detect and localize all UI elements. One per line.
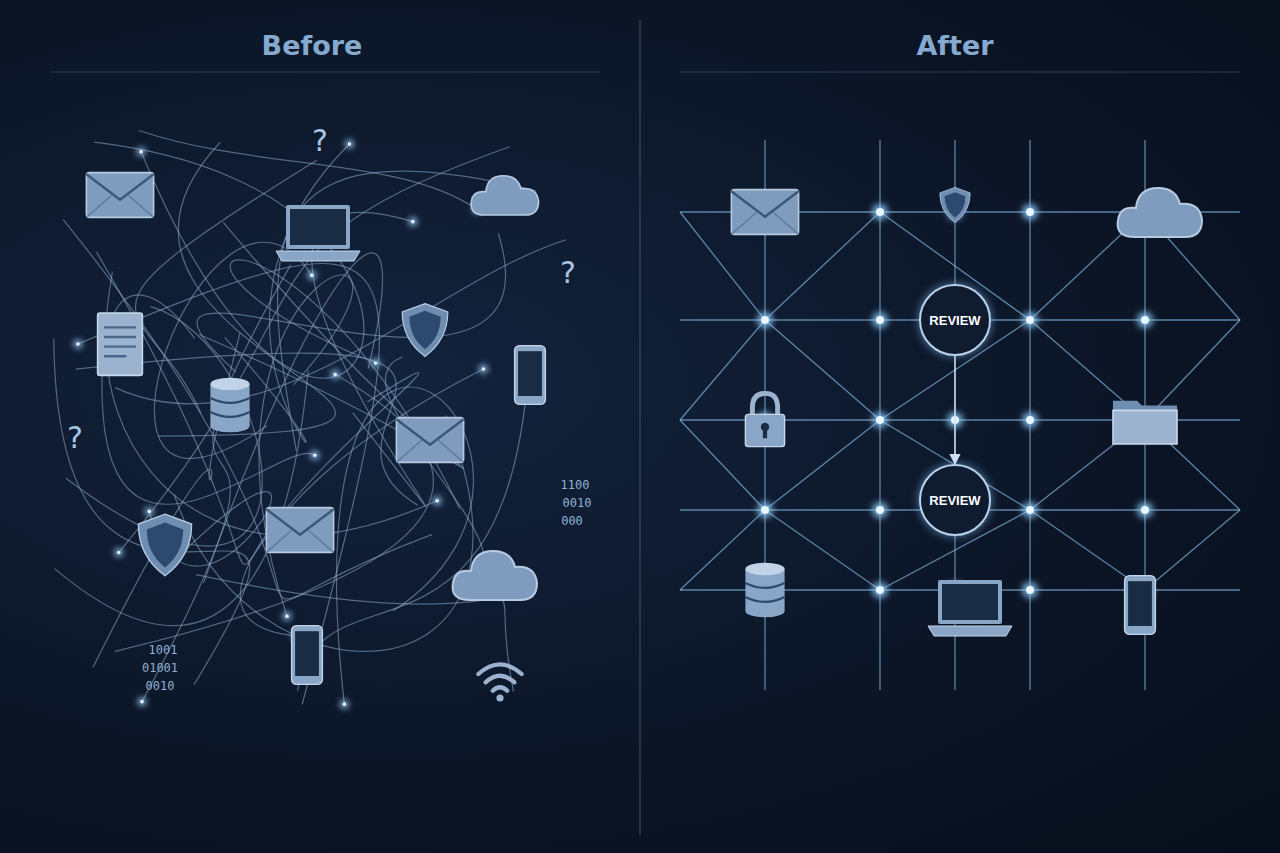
glow-dot bbox=[433, 497, 441, 505]
grid-node bbox=[1141, 506, 1149, 514]
glow-node bbox=[872, 312, 888, 328]
grid-node bbox=[1026, 416, 1034, 424]
question-mark: ? bbox=[312, 123, 328, 158]
glow-dot bbox=[74, 340, 82, 348]
dot bbox=[76, 342, 80, 346]
dot bbox=[411, 220, 415, 224]
dot bbox=[348, 142, 352, 146]
glow-node bbox=[1022, 412, 1038, 428]
dot bbox=[333, 373, 337, 377]
tangled-wire bbox=[337, 387, 474, 704]
grid-node bbox=[876, 506, 884, 514]
grid-node bbox=[876, 416, 884, 424]
binary-text: 1001 bbox=[149, 644, 178, 656]
grid-line bbox=[765, 320, 880, 420]
grid-node bbox=[1026, 316, 1034, 324]
glow-dot bbox=[479, 365, 487, 373]
tangled-wire bbox=[174, 415, 473, 651]
glow-node bbox=[1022, 502, 1038, 518]
review-circle: REVIEW bbox=[919, 464, 991, 536]
dot bbox=[482, 367, 486, 371]
glow-dot bbox=[115, 549, 123, 557]
glow-dot bbox=[138, 698, 146, 706]
glow-dot bbox=[409, 218, 417, 226]
glow-dot bbox=[308, 271, 316, 279]
grid-line bbox=[1145, 320, 1240, 420]
tangled-wire bbox=[154, 242, 311, 458]
grid-line bbox=[1145, 510, 1240, 590]
tangled-wire bbox=[142, 265, 291, 702]
glow-node bbox=[1137, 312, 1153, 328]
node-text: REVIEW bbox=[929, 493, 980, 508]
grid-node bbox=[876, 316, 884, 324]
glow-node bbox=[872, 502, 888, 518]
glow-node bbox=[1022, 582, 1038, 598]
glow-dot bbox=[345, 140, 353, 148]
glow-dot bbox=[311, 451, 319, 459]
grid-node bbox=[1026, 208, 1034, 216]
grid-node bbox=[761, 506, 769, 514]
dot bbox=[310, 274, 314, 278]
glow-dot bbox=[331, 371, 339, 379]
glow-node bbox=[1137, 502, 1153, 518]
binary-text: 1100 bbox=[561, 479, 590, 491]
grid-node bbox=[761, 316, 769, 324]
tangled-wire bbox=[158, 143, 335, 437]
review-circle: REVIEW bbox=[919, 284, 991, 356]
grid-node bbox=[1141, 316, 1149, 324]
glow-dot bbox=[340, 700, 348, 708]
question-mark: ? bbox=[67, 420, 83, 455]
glow-dot bbox=[137, 148, 145, 156]
binary-text: 000 bbox=[561, 515, 583, 527]
glow-node bbox=[872, 582, 888, 598]
tangled-wire bbox=[66, 306, 262, 546]
glow-dot bbox=[283, 612, 291, 620]
glow-node bbox=[1022, 204, 1038, 220]
grid-node bbox=[1026, 586, 1034, 594]
binary-text: 0010 bbox=[563, 497, 592, 509]
grid-node bbox=[876, 586, 884, 594]
glow-node bbox=[757, 312, 773, 328]
glow-node bbox=[872, 412, 888, 428]
tangled-wire bbox=[385, 357, 484, 584]
binary-text: 01001 bbox=[142, 662, 178, 674]
panel-heading: Before bbox=[262, 30, 363, 61]
dot bbox=[313, 453, 317, 457]
tangled-wire bbox=[119, 147, 510, 553]
dot bbox=[117, 551, 121, 555]
tangled-wire bbox=[115, 375, 433, 652]
glow-node bbox=[757, 502, 773, 518]
question-mark: ? bbox=[560, 255, 576, 290]
tangled-wire bbox=[139, 131, 477, 210]
grid-node bbox=[876, 208, 884, 216]
dot bbox=[139, 150, 143, 154]
grid-node bbox=[1026, 506, 1034, 514]
flow-arrow bbox=[954, 356, 956, 464]
panel-heading: After bbox=[916, 30, 993, 61]
tangled-wire bbox=[107, 295, 437, 536]
tangled-wire bbox=[63, 220, 432, 599]
glow-node bbox=[872, 204, 888, 220]
glow-node bbox=[1022, 312, 1038, 328]
dot bbox=[285, 614, 289, 618]
node-text: REVIEW bbox=[929, 313, 980, 328]
dot bbox=[140, 700, 144, 704]
dot bbox=[343, 702, 347, 706]
dot bbox=[435, 499, 439, 503]
binary-text: 0010 bbox=[146, 680, 175, 692]
